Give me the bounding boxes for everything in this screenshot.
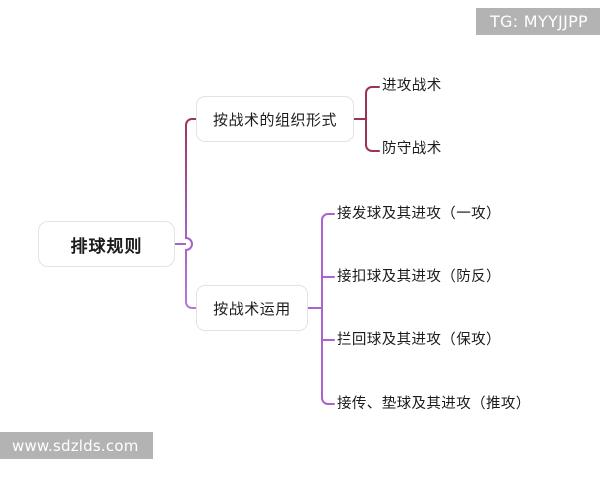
mindmap-leaf-block-return-attack[interactable]: 拦回球及其进攻（保攻） [337, 332, 501, 348]
connector-branch2-spine [321, 213, 335, 405]
watermark-bottom-left-text: www.sdzlds.com [12, 436, 139, 455]
mindmap-branch-node-2[interactable]: 按战术运用 [196, 285, 308, 331]
mindmap-branch-node-1[interactable]: 按战术的组织形式 [196, 96, 354, 142]
mindmap-leaf-serve-reception-attack[interactable]: 接发球及其进攻（一攻） [337, 206, 501, 222]
connector-branch1-spine [365, 86, 380, 152]
watermark-top-right-text: TG: MYYJJPP [489, 12, 588, 31]
mindmap-leaf-defense-tactics[interactable]: 防守战术 [382, 141, 442, 157]
mindmap-branch-label-2: 按战术运用 [213, 299, 291, 318]
mindmap-leaf-offense-tactics[interactable]: 进攻战术 [382, 78, 442, 94]
mindmap-leaf-spike-reception-attack[interactable]: 接扣球及其进攻（防反） [337, 269, 501, 285]
mindmap-branch-label-1: 按战术的组织形式 [212, 110, 337, 129]
mindmap-root-node[interactable]: 排球规则 [38, 221, 175, 267]
connector-trunk [185, 118, 197, 309]
watermark-bottom-left: www.sdzlds.com [0, 432, 153, 459]
watermark-top-right: TG: MYYJJPP [475, 8, 600, 35]
mindmap-root-label: 排球规则 [70, 236, 143, 257]
mindmap-leaf-pass-dig-attack[interactable]: 接传、垫球及其进攻（推攻） [337, 396, 531, 412]
